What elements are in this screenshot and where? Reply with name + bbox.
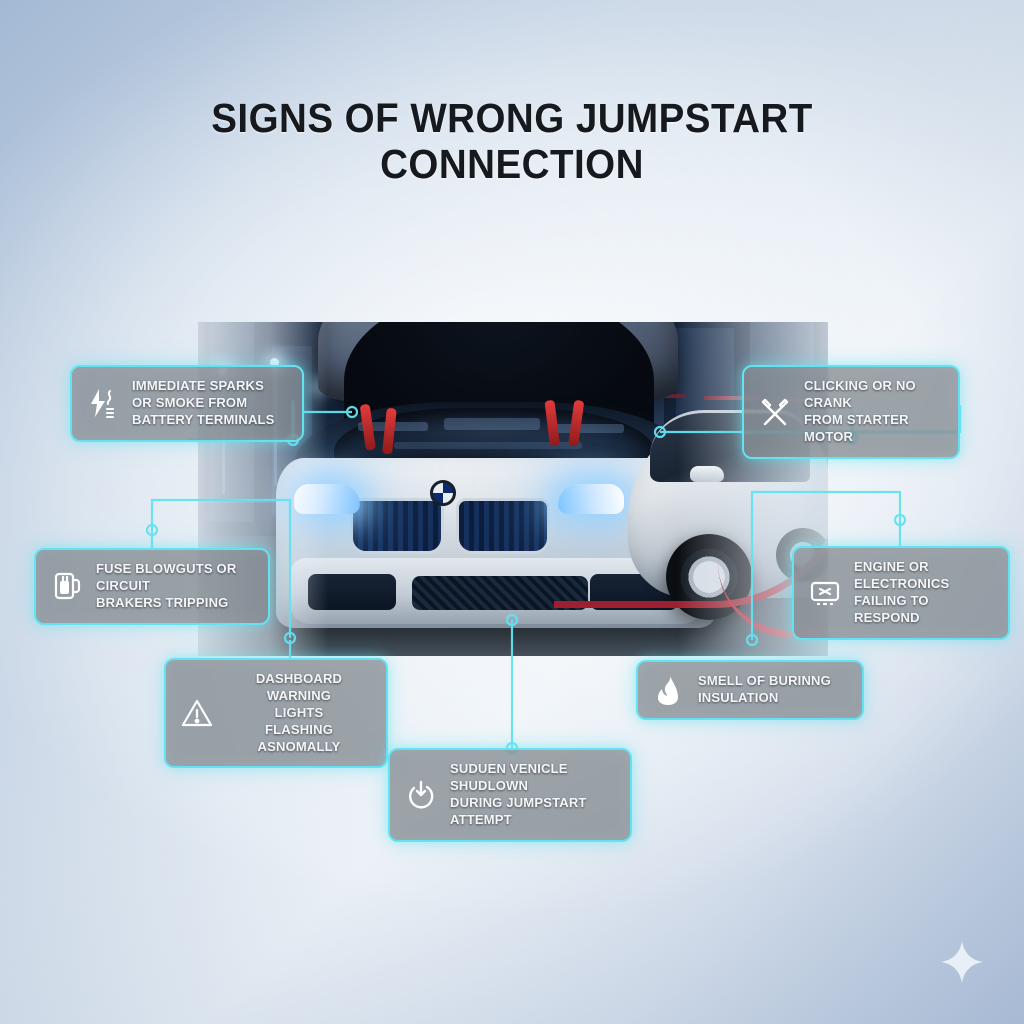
kidney-grille-right [456,498,550,554]
callout-clicking-no-crank[interactable]: CLICKING OR NO CRANK FROM STARTER MOTOR [742,365,960,459]
flame-icon [652,673,686,707]
callout-label: SMELL OF BURINNG INSULATION [698,673,831,705]
page-title: SIGNS OF WRONG JUMPSTART CONNECTION [0,95,1024,188]
car-badge [430,480,456,506]
callout-label: IMMEDIATE SPARKS OR SMOKE FROM BATTERY T… [132,378,275,427]
callout-burning-insulation[interactable]: SMELL OF BURINNG INSULATION [636,660,864,720]
power-icon [404,778,438,812]
callout-label: FUSE BLOWGUTS OR CIRCUIT BRAKERS TRIPPIN… [96,561,237,610]
sparkle-star-icon [940,940,984,984]
callout-sparks-smoke[interactable]: IMMEDIATE SPARKS OR SMOKE FROM BATTERY T… [70,365,304,442]
callout-fuse-blowouts[interactable]: FUSE BLOWGUTS OR CIRCUIT BRAKERS TRIPPIN… [34,548,270,625]
lightning-bolt-smoke-icon [86,386,120,420]
callout-label: CLICKING OR NO CRANK FROM STARTER MOTOR [804,378,916,444]
page-title-line-2: CONNECTION [380,140,644,187]
callout-dashboard-warning[interactable]: DASHBOARD WARNING LIGHTS FLASHING ASNOMA… [164,658,388,769]
page-title-line-1: SIGNS OF WRONG JUMPSTART [211,95,813,141]
callout-electronics-failing[interactable]: ENGINE OR ELECTRONICS FAILING TO RESPOND [792,546,1010,640]
fuse-plug-icon [50,569,84,603]
callout-label: DASHBOARD WARNING LIGHTS FLASHING ASNOMA… [255,671,343,754]
callout-label: ENGINE OR ELECTRONICS FAILING TO RESPOND [854,559,950,625]
monitor-x-icon [808,576,842,610]
wrench-screwdriver-icon [758,395,792,429]
callout-sudden-shutdown[interactable]: SUDUEN VENICLE SHUDLOWN DURING JUMPSTART… [388,748,632,842]
kidney-grille-left [350,498,444,554]
callout-label: SUDUEN VENICLE SHUDLOWN DURING JUMPSTART… [450,761,587,827]
warning-triangle-icon [180,696,214,730]
